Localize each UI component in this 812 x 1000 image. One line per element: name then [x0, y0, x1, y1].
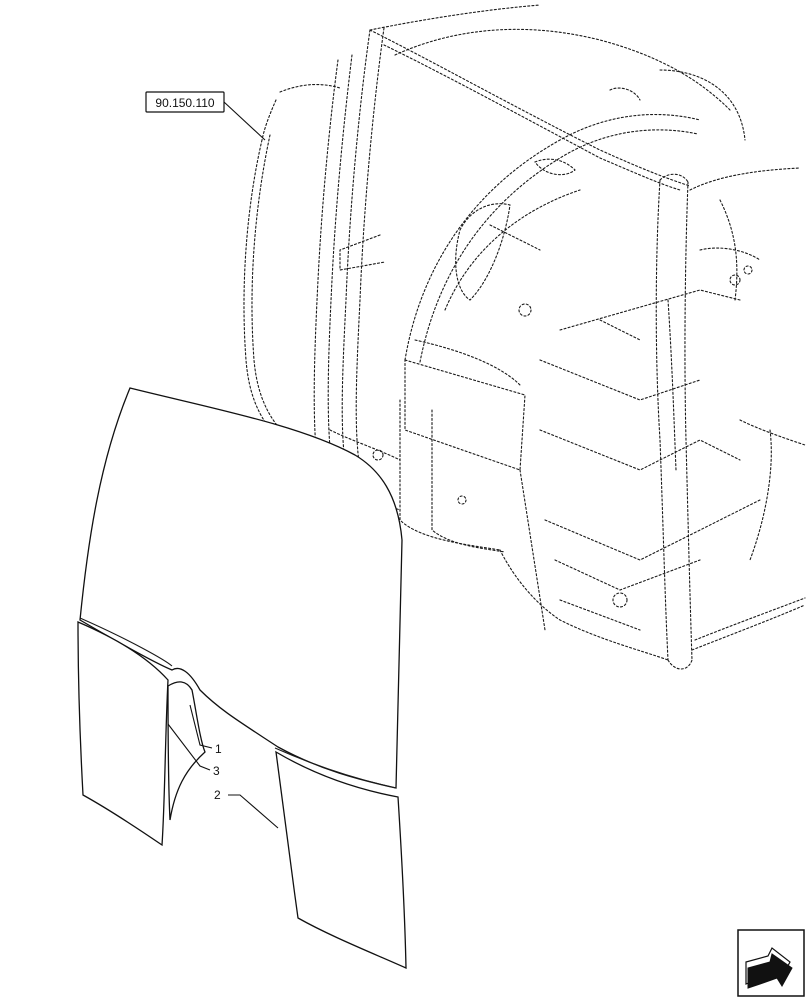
reference-label: 90.150.110: [155, 96, 214, 110]
callout-3-label: 3: [213, 764, 220, 778]
part-3-right-mat: [275, 750, 407, 970]
part-1-left-mat: [77, 621, 169, 847]
callout-2-label: 2: [214, 788, 221, 802]
floor-mats: [77, 387, 407, 970]
callout-1-label: 1: [215, 742, 222, 756]
callout-3[interactable]: 3: [167, 723, 220, 778]
part-center-strip: [167, 681, 206, 821]
next-page-arrow-icon[interactable]: [737, 929, 805, 997]
callout-1[interactable]: 1: [189, 704, 222, 756]
callout-2[interactable]: 2: [214, 788, 279, 829]
reference-callout[interactable]: 90.150.110: [145, 91, 266, 141]
